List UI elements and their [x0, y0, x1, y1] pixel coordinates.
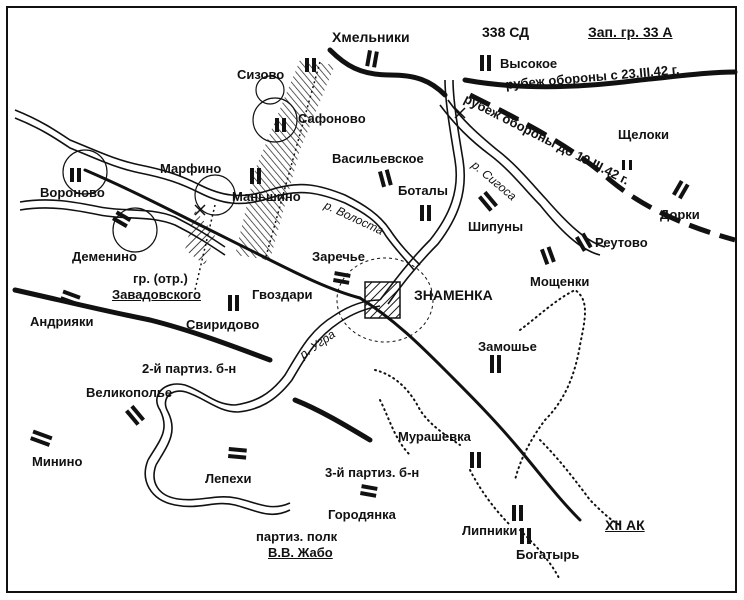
label-lepekhi: Лепехи — [205, 471, 252, 486]
label-marfino: Марфино — [160, 161, 222, 176]
dashed-defense-line — [468, 92, 736, 243]
label-velikopole: Великополье — [86, 385, 173, 400]
unit-marker-andriyaki — [60, 289, 81, 307]
river-ugra-b — [155, 305, 381, 466]
label-zareche: Заречье — [312, 249, 365, 264]
label-338-sd: 338 СД — [482, 24, 530, 40]
unit-marker-lepekhi — [228, 447, 247, 460]
river-sigosa-a — [439, 104, 601, 256]
label-murashevka: Мурашевка — [398, 429, 471, 444]
road-west — [83, 168, 362, 300]
unit-marker-zareche — [333, 271, 351, 285]
label-zhabo: В.В. Жабо — [268, 545, 333, 560]
unit-marker-dorki — [672, 180, 690, 200]
map-frame — [6, 6, 737, 593]
label-partiz-polk: партиз. полк — [256, 529, 338, 544]
river-ugra-south-a — [144, 459, 291, 515]
unit-marker-sizovo — [305, 58, 316, 72]
roads — [12, 47, 738, 522]
unit-markers — [30, 50, 690, 544]
label-moshchenki: Мощенки — [530, 274, 590, 289]
river-volosta-a — [14, 109, 421, 266]
river-ugra-south-b — [153, 464, 291, 508]
rivers — [14, 79, 606, 515]
unit-marker-bogatyr — [520, 528, 531, 544]
unit-marker-shipuny — [478, 190, 498, 212]
unit-marker-minino — [30, 429, 53, 447]
label-partiz-2: 2-й партиз. б-н — [142, 361, 237, 376]
unit-marker-gorodyanka — [360, 484, 378, 498]
unit-marker-demenino — [112, 210, 132, 228]
unit-marker-shcheloki — [622, 160, 632, 170]
label-vasilevskoe: Васильевское — [332, 151, 424, 166]
river-upper-b — [387, 79, 466, 305]
unit-marker-moshchenki — [540, 246, 556, 266]
label-gr-otr: гр. (отр.) — [133, 271, 188, 286]
label-khmelniki: Хмельники — [332, 29, 410, 45]
unit-marker-vysokoe — [480, 55, 491, 71]
unit-marker-voronovo — [70, 168, 81, 182]
corridor-dotted-line — [264, 61, 321, 261]
unit-marker-reutovo — [575, 232, 593, 252]
label-sviridovo: Свиридово — [186, 317, 260, 332]
label-shcheloki: Щелоки — [618, 127, 670, 142]
label-shipuny: Шипуны — [468, 219, 524, 234]
label-safonovo: Сафоновo — [298, 111, 366, 126]
river-sigosa-b — [447, 99, 606, 248]
front-south — [292, 397, 373, 443]
label-gorodyanka: Городянка — [328, 507, 396, 522]
label-partiz-3: 3-й партиз. б-н — [325, 465, 420, 480]
unit-marker-vasilevskoe — [378, 169, 393, 188]
river-ugra-a — [147, 299, 381, 461]
label-andriyaki: Андрияки — [30, 314, 94, 329]
unit-marker-velikopole — [124, 404, 145, 426]
label-minino: Минино — [32, 454, 83, 469]
label-manshino: Маньшино — [232, 189, 301, 204]
label-zamoshe: Замошье — [478, 339, 537, 354]
river-upper-a — [379, 79, 458, 301]
label-znamenka: ЗНАМЕНКА — [414, 287, 493, 303]
label-botaly: Боталы — [398, 183, 448, 198]
village-circles — [62, 75, 298, 253]
unit-marker-marfino — [250, 168, 261, 184]
unit-marker-safonovo — [275, 118, 286, 132]
label-dorki: Дорки — [660, 207, 700, 222]
crossings — [194, 107, 466, 216]
unit-marker-khmelniki — [365, 50, 379, 68]
label-bogatyr: Богатырь — [516, 547, 580, 562]
road-east — [358, 296, 582, 522]
label-voronovo: Вороново — [40, 185, 105, 200]
label-sizovo: Сизово — [237, 67, 285, 82]
unit-marker-zamoshe — [490, 355, 501, 373]
front-west — [12, 287, 273, 363]
label-reutovo: Реутово — [595, 235, 648, 250]
label-xii-ak: XII АК — [605, 517, 645, 533]
label-vysokoe: Высокое — [500, 56, 558, 71]
znamenka-town — [336, 257, 434, 343]
unit-marker-botaly — [420, 205, 431, 221]
label-zap-gr: Зап. гр. 33 А — [588, 24, 673, 40]
hatched-zone — [185, 60, 335, 265]
front-khmelniki — [327, 47, 448, 98]
river-volosta-b — [14, 117, 415, 271]
enemy-dotted-area — [374, 288, 621, 581]
label-demenino: Деменино — [72, 249, 137, 264]
label-zavadovskogo: Завадовского — [112, 287, 201, 302]
label-gvozdari: Гвоздари — [252, 287, 313, 302]
unit-marker-sviridovo — [228, 295, 239, 311]
unit-marker-lipniki — [512, 505, 523, 521]
unit-marker-murashevka — [470, 452, 481, 468]
label-lipniki: Липники — [462, 523, 518, 538]
front-vysokoe — [462, 69, 738, 90]
